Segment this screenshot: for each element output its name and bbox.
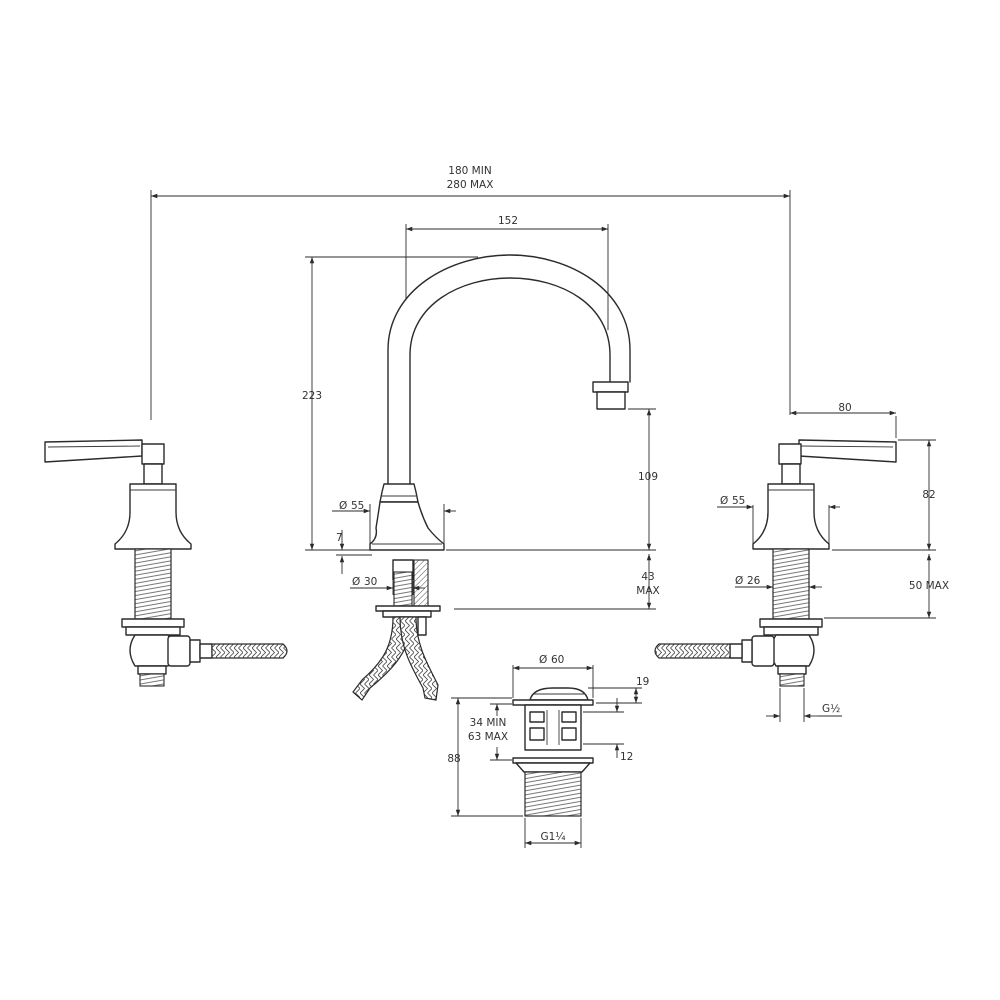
handle-base-diameter-dimension: Ø 55 (717, 495, 840, 546)
svg-text:Ø: Ø (735, 575, 743, 587)
handle-reach-dimension: 80 (790, 402, 897, 438)
spout-thread-diameter-label: 30 (364, 576, 377, 588)
spout-reach-label: 152 (498, 215, 518, 227)
waste-cap-dimension: 19 (588, 676, 649, 704)
left-handle-assembly (44, 439, 288, 687)
handle-deck-dimension: 50 MAX (824, 554, 949, 619)
waste-slot-label: 12 (620, 751, 633, 763)
spread-min-label: 180 MIN (448, 165, 491, 177)
waste-cap-label: 19 (636, 676, 649, 688)
handle-height-label: 82 (922, 489, 935, 501)
handle-connection-dimension: G½ (766, 688, 842, 722)
spout-base-thickness-label: 7 (336, 532, 343, 544)
svg-text:Ø: Ø (352, 576, 360, 588)
spout-base-diameter-dimension: Ø 55 (332, 500, 456, 545)
handle-thread-diameter-label: 26 (747, 575, 761, 587)
handle-reach-label: 80 (838, 402, 851, 414)
waste-slot-dimension: 12 (583, 698, 633, 763)
waste-height-label: 88 (447, 753, 460, 765)
waste-height-dimension: 88 (447, 697, 523, 817)
deck-thickness-dimension: 43 MAX (454, 554, 660, 610)
right-handle-assembly (654, 439, 897, 687)
outlet-height-label: 109 (638, 471, 658, 483)
spout-base-diameter-label: 55 (351, 500, 364, 512)
handle-connection-label: G½ (822, 703, 840, 715)
waste-thread-label: G1¼ (541, 831, 566, 843)
svg-text:Ø: Ø (539, 654, 547, 666)
spout-height-dimension: 223 (302, 256, 478, 551)
deck-thickness-value: 43 (641, 571, 654, 583)
waste-thread-dimension: G1¼ (524, 818, 582, 848)
spout-height-label: 223 (302, 390, 322, 402)
waste-diameter-label: 60 (551, 654, 564, 666)
outlet-height-dimension: 109 (446, 408, 658, 551)
spout-base-thickness-dimension: 7 (336, 530, 372, 574)
handle-height-dimension: 82 (832, 439, 936, 551)
handle-base-diameter-label: 55 (732, 495, 745, 507)
svg-text:Ø: Ø (720, 495, 728, 507)
handle-deck-label: 50 MAX (909, 580, 949, 592)
spout-thread-diameter-dimension: Ø 30 (350, 576, 425, 595)
spout-reach-dimension: 152 (405, 215, 609, 330)
handle-thread-diameter-dimension: Ø 26 (735, 575, 822, 590)
waste-range-dimension: 34 MIN 63 MAX (468, 703, 512, 761)
waste-range-max-label: 63 MAX (468, 731, 508, 743)
waste-diameter-dimension: Ø 60 (512, 654, 594, 698)
waste-range-min-label: 34 MIN (470, 717, 507, 729)
spread-max-label: 280 MAX (447, 179, 494, 191)
waste-assembly (512, 687, 594, 817)
spout-assembly (352, 254, 631, 701)
deck-thickness-label: MAX (636, 585, 659, 597)
svg-text:Ø: Ø (339, 500, 347, 512)
spread-dimension: 180 MIN 280 MAX (150, 165, 791, 420)
